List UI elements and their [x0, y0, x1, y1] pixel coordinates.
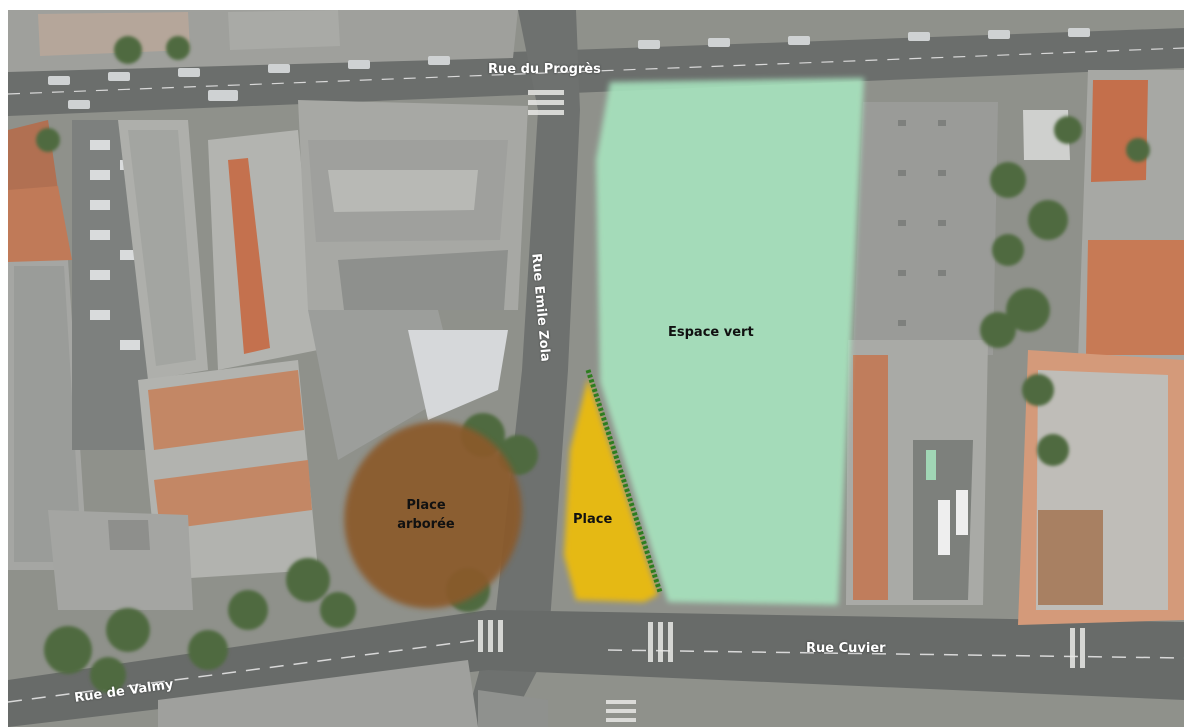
zone-label-espace-vert: Espace vert — [668, 325, 754, 340]
map-frame: Rue du Progrès Rue Emile Zola Rue Cuvier… — [8, 10, 1184, 727]
street-label-rue-du-progres: Rue du Progrès — [488, 62, 601, 77]
road-network — [8, 10, 1184, 727]
zone-label-place-arboree: Place arborée — [397, 498, 455, 532]
buildings — [8, 10, 1184, 727]
aerial-map-background — [8, 10, 1184, 727]
espace-vert-zone — [596, 78, 864, 605]
boundary-line — [585, 369, 663, 593]
zone-label-place: Place — [573, 512, 613, 527]
place-zone — [564, 378, 658, 602]
street-label-rue-cuvier: Rue Cuvier — [806, 641, 886, 656]
place-arboree-zone — [344, 421, 522, 609]
